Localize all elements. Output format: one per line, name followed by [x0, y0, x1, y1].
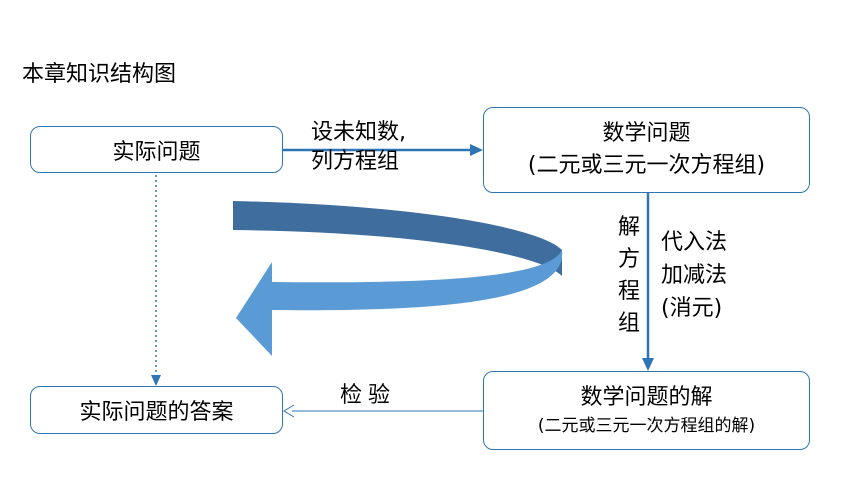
- edge-label-methods-line1: 代入法: [661, 230, 728, 255]
- node-math-solution: 数学问题的解 (二元或三元一次方程组的解): [483, 371, 810, 450]
- node-actual-problem: 实际问题: [30, 126, 283, 173]
- edge-label-methods-line2: 加减法: [661, 263, 728, 288]
- node-math-problem-label: 数学问题: [602, 121, 691, 146]
- cycle-arrow-back-band: [233, 201, 562, 276]
- cycle-arrow-head: [236, 262, 272, 356]
- arrow-setup: [283, 144, 483, 156]
- arrow-solve: [642, 193, 654, 371]
- edge-label-check: 检验: [340, 383, 397, 408]
- cycle-arrow-front-band: [272, 250, 563, 311]
- node-math-problem-sublabel: (二元或三元一次方程组): [527, 153, 766, 178]
- arrow-check: [283, 404, 483, 418]
- diagram-title: 本章知识结构图: [22, 62, 177, 87]
- edge-label-solve: 解方程组: [617, 215, 640, 336]
- node-actual-problem-label: 实际问题: [112, 139, 201, 165]
- cycle-arrow: [233, 201, 563, 356]
- arrow-dotted: [151, 175, 161, 386]
- edge-label-setup-line2: 列方程组: [311, 149, 400, 174]
- node-math-solution-sublabel: (二元或三元一次方程组的解): [537, 415, 756, 436]
- edge-label-methods-line3: (消元): [661, 296, 723, 321]
- node-math-problem: 数学问题 (二元或三元一次方程组): [483, 107, 810, 193]
- node-math-solution-label: 数学问题的解: [580, 384, 713, 410]
- node-actual-answer: 实际问题的答案: [30, 386, 283, 434]
- edge-label-setup: 设未知数, 列方程组: [311, 118, 406, 176]
- edge-label-methods: 代入法 加减法 (消元): [661, 226, 727, 325]
- node-actual-answer-label: 实际问题的答案: [79, 400, 234, 425]
- edge-label-setup-line1: 设未知数,: [311, 120, 406, 145]
